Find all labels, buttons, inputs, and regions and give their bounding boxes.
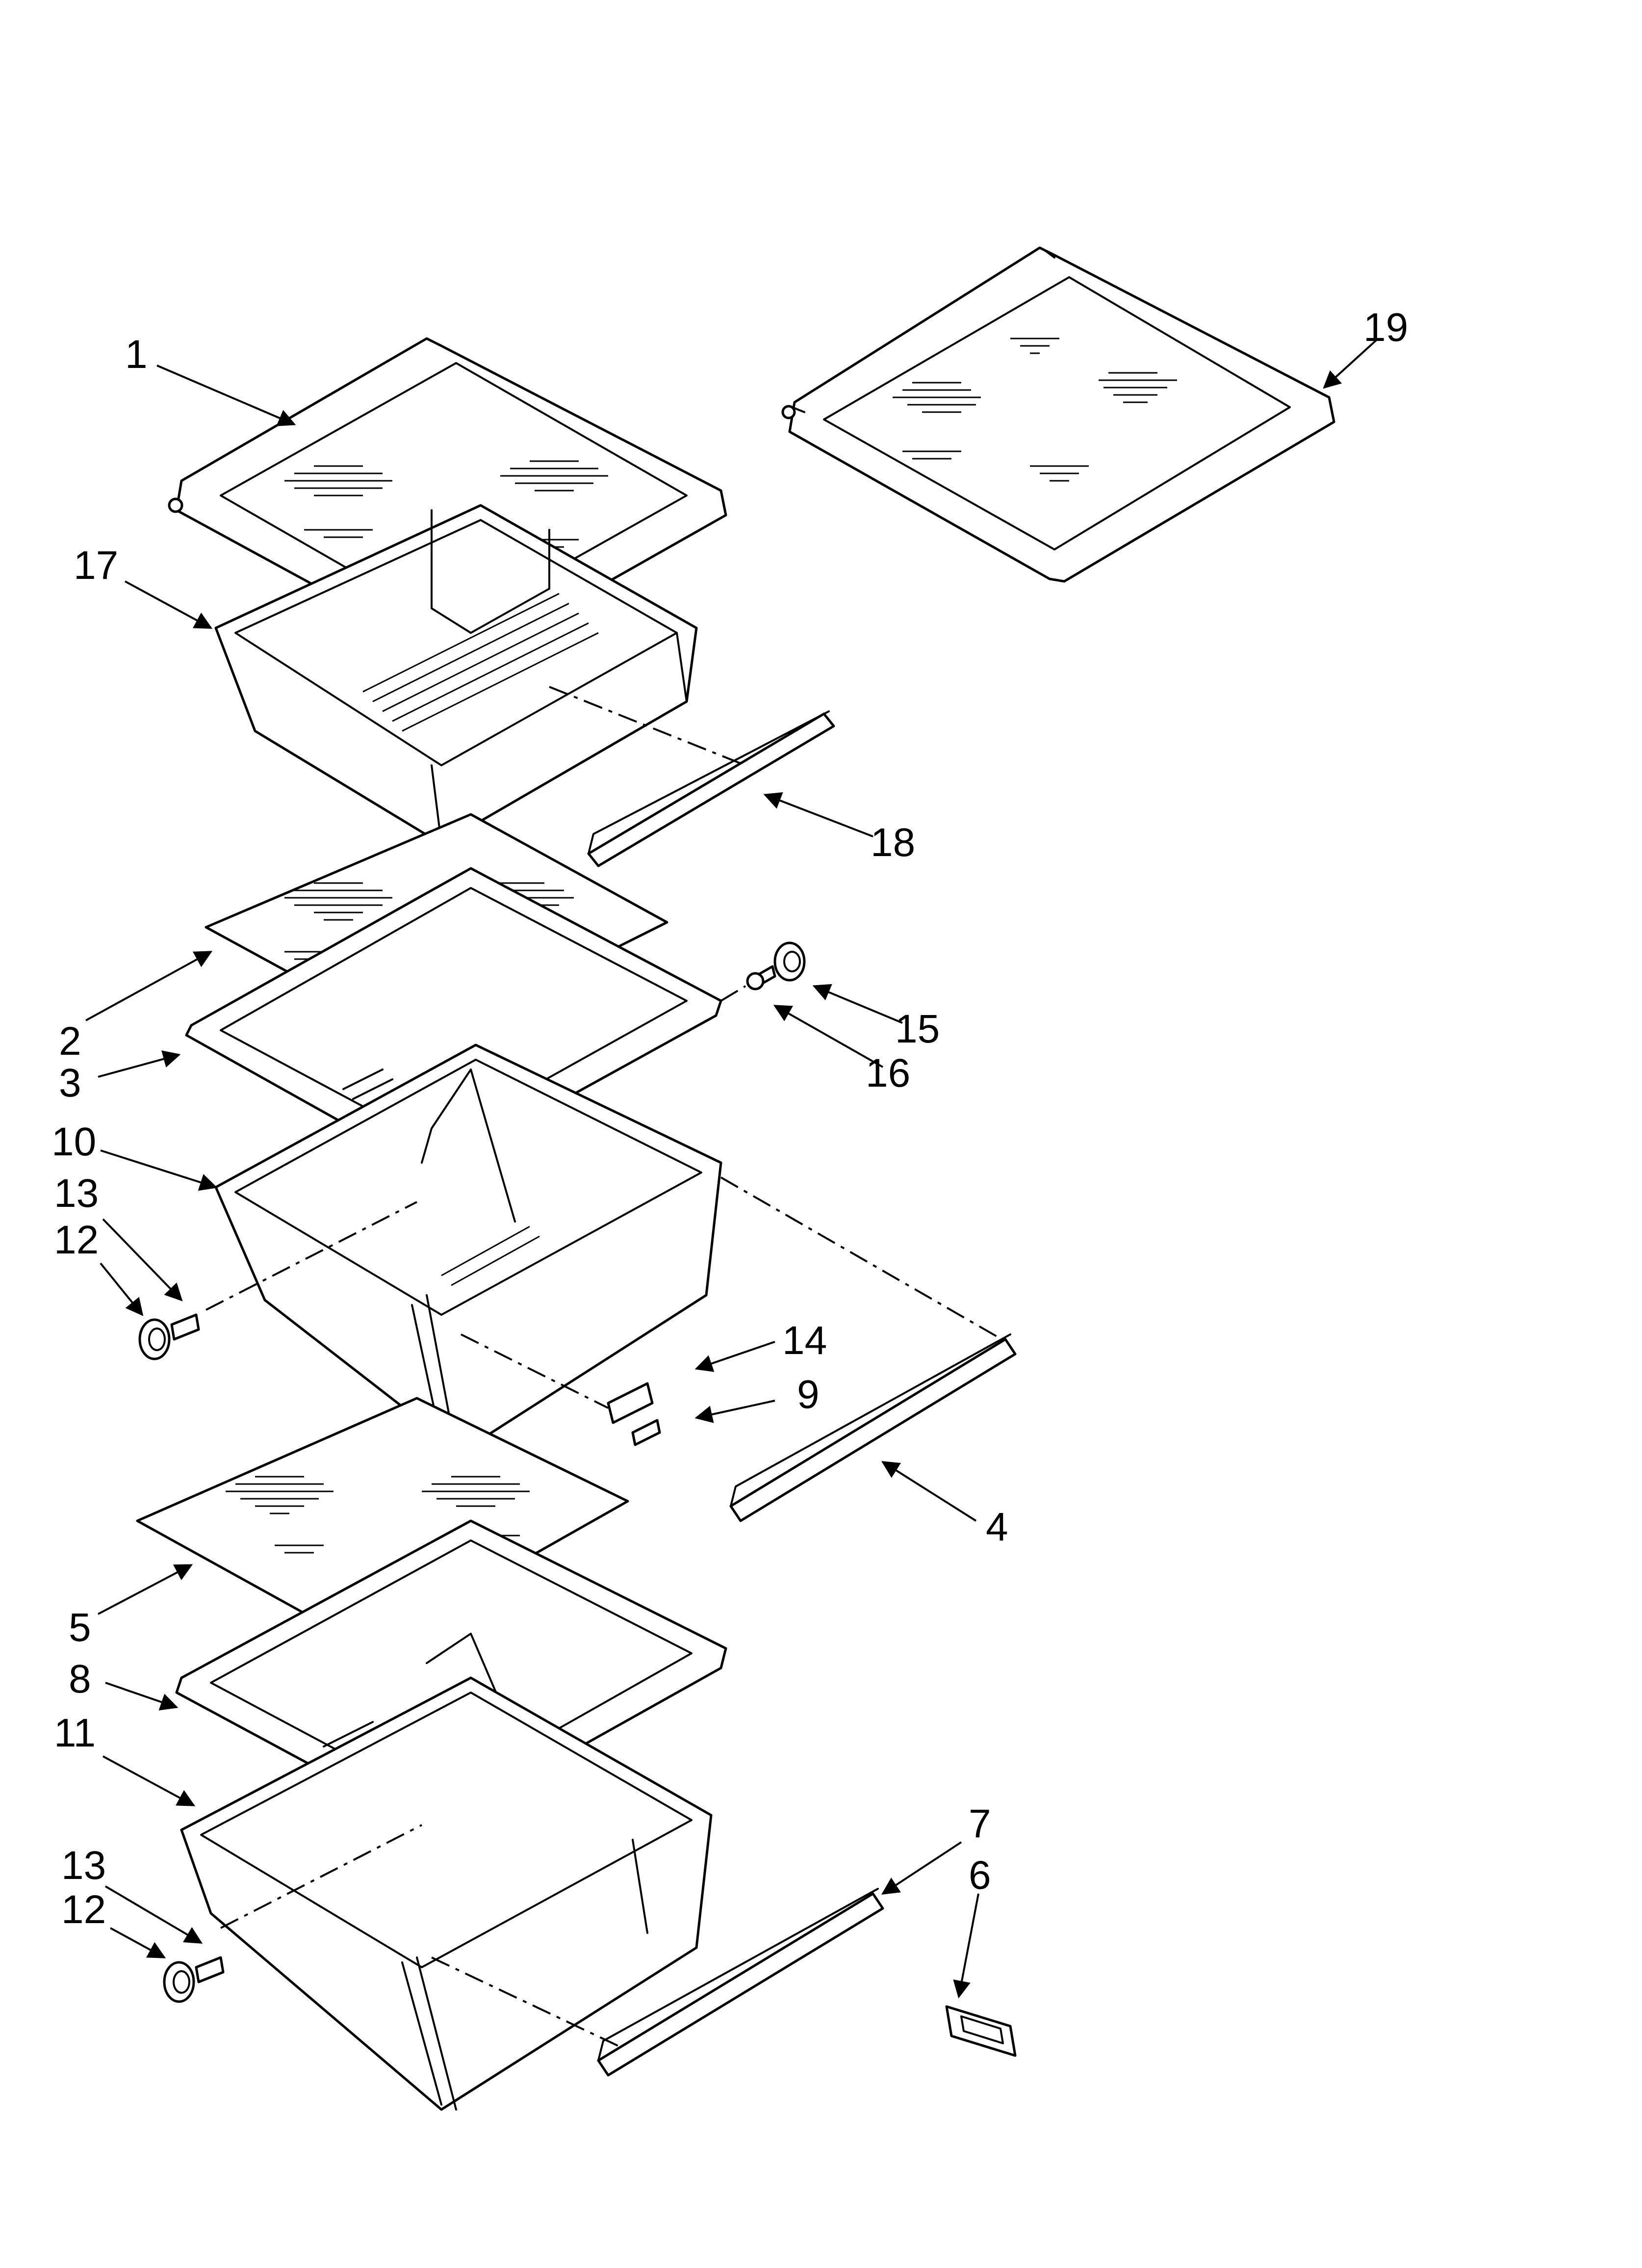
part-12-wheel-lower (163, 1961, 195, 2003)
callout-5: 5 (69, 1605, 91, 1650)
callout-2: 2 (59, 1019, 81, 1064)
part-19-shelf (781, 246, 1335, 583)
callout-13a: 13 (54, 1171, 99, 1216)
part-18-front-trim (587, 710, 835, 867)
part-14-clip (607, 1382, 654, 1424)
callout-18: 18 (871, 820, 915, 865)
callout-17: 17 (74, 543, 118, 588)
part-17-upper-drawer (214, 504, 698, 845)
part-4-front-trim (729, 1333, 1017, 1522)
part-15-guide-line (720, 985, 746, 1002)
callout-labels: 1 19 17 18 2 3 15 16 10 13 12 14 9 4 5 8… (51, 305, 1408, 1932)
callout-16: 16 (866, 1051, 910, 1095)
part-3-upper-frame (185, 867, 722, 1174)
callout-4: 4 (986, 1505, 1008, 1549)
callout-12b: 12 (61, 1887, 106, 1932)
part-6-clip (945, 2005, 1017, 2057)
callout-3: 3 (59, 1061, 81, 1105)
part-18-guide-line (549, 686, 746, 766)
callout-13b: 13 (61, 1843, 106, 1888)
callout-14: 14 (782, 1318, 827, 1363)
callout-15: 15 (895, 1007, 940, 1051)
part-11-guide-line (431, 1956, 618, 2047)
part-11-lower-drawer (180, 1676, 713, 2111)
part-12-guide-line (205, 1201, 417, 1311)
leader-lines (85, 338, 1379, 1999)
callout-8: 8 (69, 1657, 91, 1701)
part-16-screw (746, 965, 776, 991)
part-13-bushing-middle (170, 1313, 200, 1341)
part-7-front-trim (597, 1888, 884, 2077)
callout-7: 7 (969, 1801, 991, 1846)
part-15-wheel (773, 941, 806, 982)
part-10-middle-drawer (214, 1043, 722, 1454)
part-12-wheel-middle (138, 1318, 171, 1360)
callout-11: 11 (54, 1711, 96, 1755)
part-10-guide-line (720, 1176, 1011, 1345)
part-12-lower-guide-line (220, 1824, 422, 1929)
part-13-bushing-lower (195, 1956, 225, 1983)
callout-12a: 12 (54, 1218, 99, 1262)
part-9-clip (631, 1419, 661, 1446)
callout-9: 9 (797, 1372, 820, 1417)
callout-1: 1 (125, 332, 148, 377)
callout-6: 6 (969, 1853, 991, 1898)
part-14-guide-line (461, 1333, 609, 1409)
callout-10: 10 (51, 1120, 96, 1164)
callout-19: 19 (1363, 305, 1408, 350)
